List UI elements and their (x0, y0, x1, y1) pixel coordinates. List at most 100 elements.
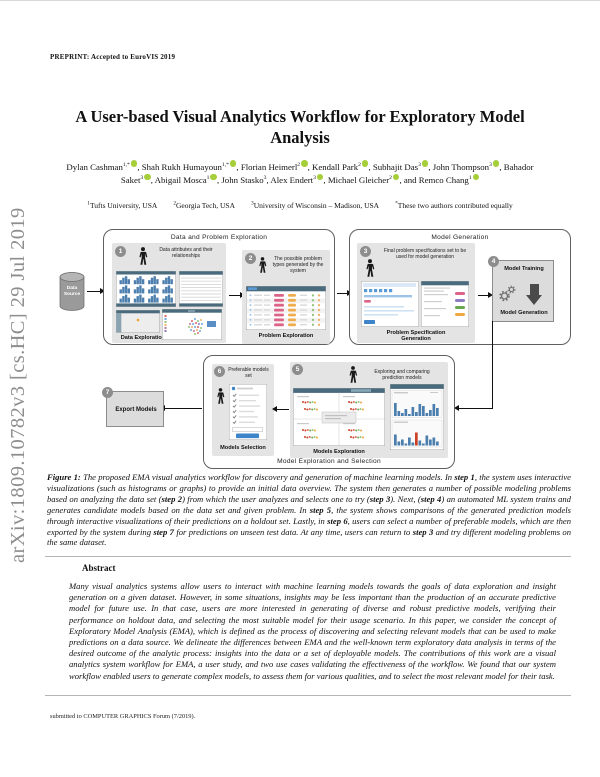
step1-number: 1 (115, 246, 126, 257)
affiliation: 2Georgia Tech, USA (173, 200, 235, 210)
author: Bahador Saket3, (120, 161, 534, 186)
step3-note: Final problem specifications set to be u… (383, 248, 467, 260)
user-icon (259, 257, 267, 273)
orcid-icon[interactable] (421, 160, 429, 167)
preprint-note: PREPRINT: Accepted to EuroVIS 2019 (50, 53, 176, 61)
orcid-icon[interactable] (472, 173, 480, 181)
step7-label: Export Models (115, 407, 157, 413)
footer-note: submitted to COMPUTER GRAPHICS Forum (7/… (50, 713, 196, 720)
group-title-dpe: Data and Problem Exploration (170, 234, 268, 241)
step2-number: 2 (245, 253, 256, 264)
step1-panel: 1 Data attributes and their relationship… (112, 243, 226, 343)
step3-panel: 3 Final problem specifications set to be… (357, 243, 475, 343)
screenshot-model-selection-card (229, 384, 267, 440)
group-model-exploration-selection: Model Exploration and Selection 6 Prefer… (203, 355, 455, 469)
orcid-icon[interactable] (301, 160, 308, 167)
group-title-mes: Model Exploration and Selection (277, 458, 381, 465)
screenshot-prediction-histograms (390, 384, 444, 450)
screenshot-problem-table (246, 286, 326, 330)
arxiv-watermark: arXiv:1809.10782v3 [cs.HC] 29 Jul 2019 (7, 207, 29, 563)
step6-number: 6 (214, 366, 225, 377)
author: John Stasko3, (221, 175, 271, 186)
orcid-icon[interactable] (229, 160, 237, 167)
screenshot-histogram-grid (116, 271, 176, 307)
arrow-into-models-exploration (454, 404, 493, 411)
author: Michael Gleicher2, (327, 173, 404, 186)
step4-number: 4 (488, 256, 499, 267)
cylinder-icon (59, 272, 85, 311)
step4-label-top: Model Training (504, 266, 544, 272)
author: Abigail Mosca1, (154, 173, 222, 186)
data-source-label: Data Source (63, 286, 81, 297)
author-list: Dylan Cashman1,*, Shah Rukh Humayoun1,*,… (58, 160, 542, 187)
step6-label: Models Selection (220, 445, 266, 451)
group-model-generation: Model Generation 3 Final problem specifi… (349, 229, 571, 345)
orcid-icon[interactable] (492, 160, 500, 167)
step2-panel: 2 The possible problem types generated b… (242, 250, 330, 344)
author: Dylan Cashman1,*, (66, 160, 142, 172)
group-title-mg: Model Generation (431, 234, 489, 241)
orcid-icon[interactable] (144, 173, 151, 181)
screenshot-spec-editor (361, 281, 419, 327)
abstract-text: Many visual analytics systems allow user… (69, 581, 556, 681)
author: John Thompson3, (432, 160, 504, 172)
arrow-datasource-to-exploration (87, 287, 105, 294)
screenshot-projection-view (116, 310, 160, 333)
step7-box: 7 Export Models (102, 387, 164, 427)
orcid-icon[interactable] (130, 160, 138, 167)
step5-note: Exploring and comparing prediction model… (374, 369, 430, 381)
orcid-icon[interactable] (392, 173, 400, 181)
step3-label: Problem Specification Generation (386, 330, 446, 343)
affiliation: *These two authors contributed equally (395, 200, 513, 210)
gears-icon (499, 285, 516, 302)
screenshot-spec-summary (421, 281, 469, 327)
step5-number: 5 (292, 364, 303, 375)
step4-box: 4 Model Training Model Generation (488, 256, 554, 322)
step1-label: Data Exploration (120, 335, 166, 341)
arrow-exploration-to-generation (337, 289, 352, 296)
author: Alex Endert3, (270, 173, 328, 186)
data-source-cylinder: Data Source (59, 271, 85, 313)
group-data-problem-exploration: Data and Problem Exploration 1 Data attr… (103, 229, 335, 345)
author: Shah Rukh Humayoun1,*, (141, 160, 241, 172)
affiliation-list: 1Tufts University, USA 2Georgia Tech, USA… (40, 200, 560, 210)
step1-note: Data attributes and their relationships (159, 247, 213, 259)
orcid-icon[interactable] (210, 173, 217, 181)
training-down-arrow-icon (526, 284, 543, 305)
paper-title: A User-based Visual Analytics Workflow f… (75, 107, 525, 147)
abstract-rule-top (45, 556, 571, 557)
step3-number: 3 (360, 246, 371, 257)
arrow-to-export-models (160, 404, 202, 411)
abstract-heading: Abstract (82, 563, 116, 573)
user-icon (139, 247, 148, 265)
screenshot-data-table (179, 271, 223, 307)
step2-note: The possible problem types generated by … (272, 256, 324, 274)
user-icon (217, 388, 225, 404)
connector-generation-to-exploration (492, 321, 493, 409)
screenshot-model-comparison-grid (293, 388, 385, 446)
step5-panel: 5 Exploring and comparing prediction mod… (290, 362, 448, 458)
figure-1-diagram: Data Source Data and Problem Exploration… (55, 227, 575, 473)
step5-label: Models Exploration (313, 449, 365, 455)
author: Subhajit Das3, (372, 160, 433, 172)
orcid-icon[interactable] (316, 173, 324, 181)
author: Kendall Park2, (311, 160, 373, 172)
user-icon (349, 366, 358, 383)
arrow-step1-to-step2 (229, 291, 245, 298)
user-icon (366, 259, 375, 277)
step6-panel: 6 Preferable models set Models S (212, 364, 274, 456)
author: Florian Heimerl2, (240, 160, 312, 172)
arrow-step5-to-step6 (272, 405, 289, 412)
figure-caption: Figure 1: The proposed EMA visual analyt… (47, 472, 572, 548)
orcid-icon[interactable] (361, 160, 369, 167)
affiliation: 1Tufts University, USA (87, 200, 158, 210)
step7-number: 7 (102, 387, 113, 398)
step4-label-bottom: Model Generation (500, 310, 548, 316)
author: and Remco Chang1 (404, 173, 480, 185)
arrow-step3-to-step4 (478, 291, 493, 298)
step6-note: Preferable models set (228, 367, 269, 379)
abstract-rule-bottom (45, 695, 571, 696)
affiliation: 3University of Wisconsin – Madison, USA (251, 200, 380, 210)
screenshot-graph-view (162, 309, 222, 340)
